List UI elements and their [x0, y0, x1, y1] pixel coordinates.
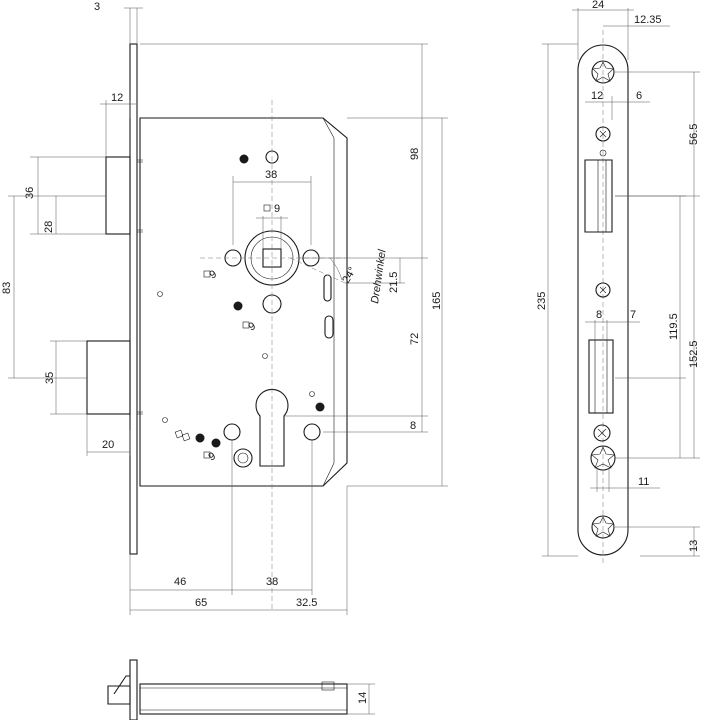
- screw-small: [595, 282, 611, 298]
- dim-32-5: 32.5: [296, 597, 317, 609]
- torx-screw-bottom: [591, 515, 615, 539]
- dim-12-35: 12.35: [634, 14, 662, 26]
- latch-opening: [584, 159, 613, 233]
- dim-46: 46: [174, 576, 186, 588]
- screw-small: [595, 126, 611, 142]
- torx-screw-top: [591, 60, 615, 84]
- dim-72: 72: [409, 333, 421, 345]
- side-dimensions: 24 12.35 12 6 56.5 235 8 7 119.5 152.5 1…: [536, 0, 700, 557]
- screw-hole: [223, 423, 241, 441]
- dim-9-hole-a: 9: [208, 268, 219, 281]
- screw-hole: [303, 423, 321, 441]
- forend-plate: [129, 43, 138, 555]
- dim-119-5: 119.5: [668, 313, 680, 340]
- dim-98: 98: [409, 148, 421, 160]
- dim-9-hole-b: 9: [247, 320, 258, 333]
- lock-case-body: [139, 117, 348, 487]
- dim-28: 28: [43, 221, 55, 233]
- dim-24: 24: [592, 0, 604, 11]
- dim-7: 7: [630, 309, 636, 321]
- dim-9-square: 9: [274, 203, 280, 215]
- dim-38-top: 38: [265, 169, 277, 181]
- latch-bolt: [105, 156, 131, 235]
- dim-13: 13: [688, 540, 700, 552]
- lock-front-view: [86, 43, 348, 610]
- dim-165: 165: [431, 292, 443, 310]
- dim-9-hole-c: 9: [207, 450, 218, 463]
- forend-notches: [137, 159, 143, 415]
- dead-bolt: [86, 340, 131, 415]
- bottom-forend: [129, 659, 138, 720]
- cylinder-profile: [255, 388, 289, 467]
- dim-12-face: 12: [591, 90, 603, 102]
- dim-56-5: 56.5: [688, 124, 700, 145]
- front-dimensions: 3 12 36 28 83 35 20 38 9 9 9 9 24° Drehw…: [1, 1, 448, 615]
- drehwinkel-label: Drehwinkel: [369, 248, 389, 304]
- dim-24-degree: 24°: [340, 265, 359, 285]
- dim-8-right: 8: [410, 420, 416, 432]
- dim-83: 83: [1, 282, 13, 294]
- lock-bottom-view: 14: [107, 659, 375, 720]
- dim-14: 14: [357, 692, 369, 704]
- dim-12-top: 12: [111, 92, 123, 104]
- dim-20: 20: [102, 439, 114, 451]
- faceplate-side-view: [577, 30, 629, 565]
- dim-11: 11: [638, 476, 649, 488]
- dim-235: 235: [536, 292, 548, 310]
- screw-hole: [233, 448, 253, 468]
- dim-8-face: 8: [596, 309, 602, 321]
- dim-38-bottom: 38: [266, 576, 278, 588]
- faceplate-outline: [577, 44, 629, 556]
- dim-152-5: 152.5: [688, 340, 700, 368]
- dim-36: 36: [24, 187, 36, 199]
- dim-3: 3: [94, 1, 100, 13]
- bottom-case: [139, 683, 348, 715]
- screw-small: [593, 424, 611, 442]
- deadbolt-opening: [588, 339, 614, 414]
- dim-65: 65: [195, 597, 207, 609]
- dim-35: 35: [44, 372, 56, 384]
- dim-21-5: 21.5: [388, 272, 400, 293]
- dim-6: 6: [636, 90, 642, 102]
